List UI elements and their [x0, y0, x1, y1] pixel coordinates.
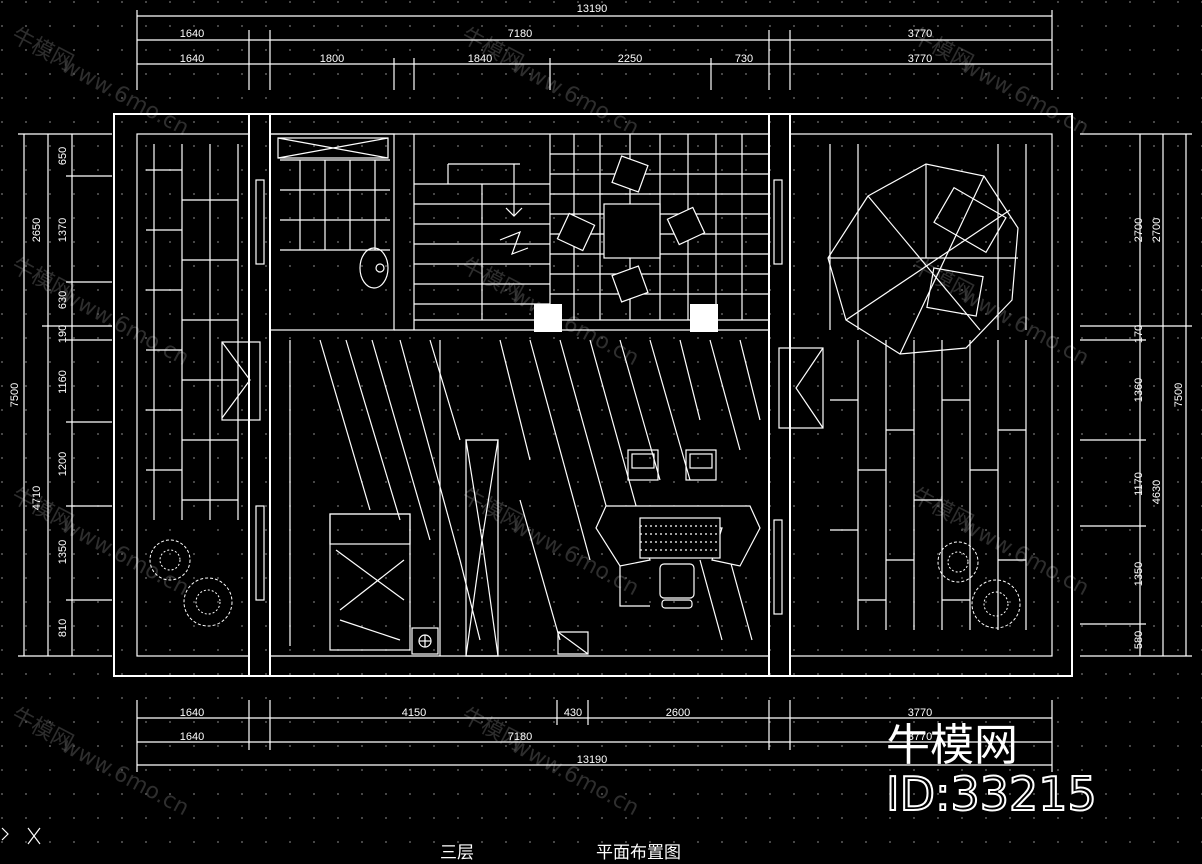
- dim-top-r2-5: 730: [735, 53, 753, 65]
- dining-table: [550, 134, 769, 320]
- bed: [329, 513, 439, 655]
- dim-bottom-5: 3770: [908, 707, 932, 719]
- dim-right-inner-6: 580: [1133, 631, 1145, 649]
- column-right: [690, 304, 718, 332]
- brand-id-text: ID:33215: [886, 767, 1097, 821]
- column-left: [534, 304, 562, 332]
- bottom-dimensions: 1640 4150 430 2600 3770 1640 7180 3770 1…: [136, 700, 1053, 772]
- dim-left-inner-3: 630: [57, 291, 69, 309]
- plan-title: 平面布置图: [596, 843, 681, 863]
- dim-top-r2-4: 2250: [618, 53, 642, 65]
- left-dimensions: 2650 7500 4710 650 1370 630 190 1160 120…: [9, 133, 112, 657]
- dim-bottom-r2-3: 3770: [908, 731, 932, 743]
- bathroom-tile-pattern: [277, 137, 390, 289]
- dim-bottom-1: 1640: [180, 707, 204, 719]
- side-doors: [221, 179, 824, 615]
- wood-floor-pattern: [289, 339, 761, 656]
- dim-bottom-3: 430: [564, 707, 582, 719]
- dim-bottom-4: 2600: [666, 707, 690, 719]
- left-balcony-decking: [146, 144, 239, 520]
- dim-right-outer-2: 7500: [1173, 383, 1185, 407]
- dim-left-inner-8: 810: [57, 619, 69, 637]
- dim-top-3: 3770: [908, 28, 932, 40]
- cabinet-outline: [465, 439, 499, 657]
- ucs-axis-icon: [1, 827, 41, 845]
- dim-top-r2-2: 1800: [320, 53, 344, 65]
- dim-left-inner-7: 1350: [57, 540, 69, 564]
- top-dimensions: 13190 1640 7180 3770 1640 1800 1840 2250…: [136, 3, 1053, 90]
- dim-right-inner-3: 1360: [1133, 378, 1145, 402]
- right-dimensions: 2700 170 1360 1170 1350 580 2700 7500 46…: [1080, 133, 1192, 657]
- dim-bottom-r2-2: 7180: [508, 731, 532, 743]
- dim-right-outer-1: 2700: [1151, 218, 1163, 242]
- dim-bottom-total: 13190: [577, 754, 608, 766]
- dim-top-2: 7180: [508, 28, 532, 40]
- dim-left-inner-5: 1160: [57, 370, 69, 394]
- office-desk: [557, 449, 761, 655]
- dim-top-r2-1: 1640: [180, 53, 204, 65]
- dim-top-r2-6: 3770: [908, 53, 932, 65]
- dim-left-inner-2: 1370: [57, 218, 69, 242]
- right-balcony-decking: [829, 144, 1027, 630]
- dim-left-inner-1: 650: [57, 147, 69, 165]
- dim-left-outer-1: 2650: [31, 218, 43, 242]
- umbrella-table-symbol: [827, 163, 1019, 355]
- dim-left-outer-2: 7500: [9, 383, 21, 407]
- dim-top-r2-3: 1840: [468, 53, 492, 65]
- dim-bottom-2: 4150: [402, 707, 426, 719]
- dim-top-1: 1640: [180, 28, 204, 40]
- dim-right-inner-1: 2700: [1133, 218, 1145, 242]
- dim-right-inner-4: 1170: [1133, 472, 1145, 496]
- dim-left-inner-4: 190: [57, 325, 69, 343]
- dim-top-total: 13190: [577, 3, 608, 15]
- dim-bottom-r2-1: 1640: [180, 731, 204, 743]
- brand-logo-text: 牛模网: [886, 720, 1018, 771]
- dim-right-inner-2: 170: [1133, 325, 1145, 343]
- dim-left-inner-6: 1200: [57, 452, 69, 476]
- plant-symbols: [149, 539, 1021, 629]
- floor-label: 三层: [440, 843, 474, 863]
- building-walls: [113, 113, 1073, 677]
- dim-right-outer-3: 4630: [1151, 480, 1163, 504]
- dim-right-inner-5: 1350: [1133, 562, 1145, 586]
- staircase: [414, 163, 550, 320]
- dim-left-outer-3: 4710: [31, 486, 43, 510]
